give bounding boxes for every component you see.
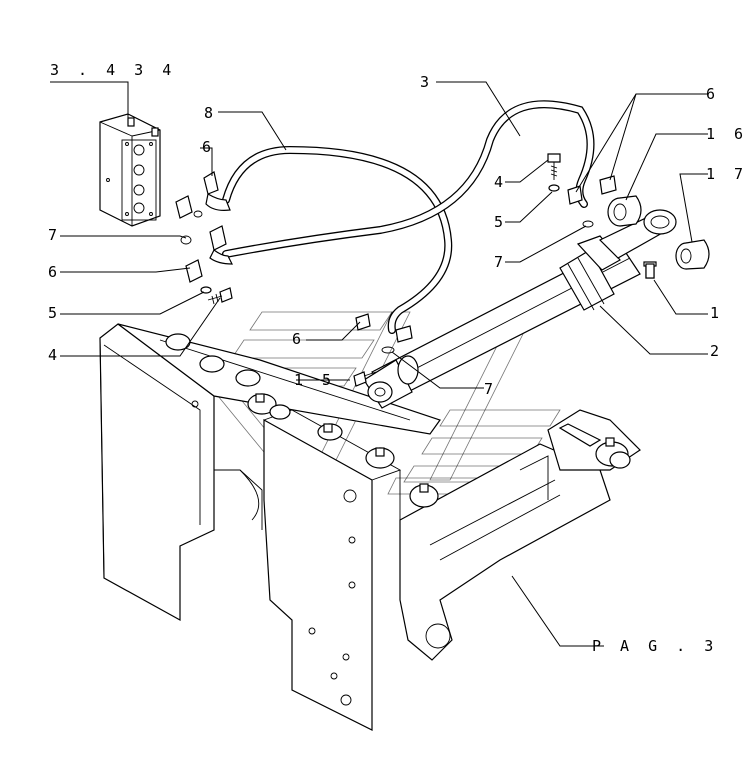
leader-lines <box>50 81 708 647</box>
callout-6-left-top: 6 <box>202 138 216 156</box>
screw-4b <box>207 287 233 305</box>
hose-8 <box>222 145 453 334</box>
callout-4-right: 4 <box>494 173 508 191</box>
o-ring-7c <box>381 346 395 354</box>
callout-7-left: 7 <box>48 226 62 244</box>
valve-block <box>99 113 161 227</box>
o-ring-7b <box>582 220 594 228</box>
washer-5a <box>548 184 560 192</box>
hose-3 <box>222 100 595 258</box>
callout-6-center: 6 <box>292 330 306 348</box>
bushing-17 <box>675 239 710 270</box>
callout-5-left: 5 <box>48 304 62 322</box>
o-ring-7a <box>180 210 203 245</box>
callout-6-left-mid: 6 <box>48 263 62 281</box>
callout-3: 3 <box>420 73 434 91</box>
bushing-16 <box>607 195 642 227</box>
split-flange-6a <box>175 171 233 283</box>
screw-4a <box>547 153 561 180</box>
callout-1: 1 <box>710 304 724 322</box>
callout-2: 2 <box>710 342 724 360</box>
hydraulic-cylinder <box>363 209 677 409</box>
callout-5-right: 5 <box>494 213 508 231</box>
washer-5b <box>200 286 212 294</box>
callout-15: 1 5 <box>294 371 336 389</box>
callout-6-top-right: 6 <box>706 85 720 103</box>
split-flange-6c <box>355 313 413 343</box>
frame-assembly <box>99 323 641 731</box>
callout-4-left: 4 <box>48 346 62 364</box>
callout-labels: 3 . 4 3 4 8 3 6 6 1 6 1 7 4 5 7 7 6 5 1 … <box>48 61 748 655</box>
callout-8: 8 <box>204 104 218 122</box>
callout-16: 1 6 <box>706 125 748 143</box>
grease-fitting-1 <box>645 263 655 279</box>
split-flange-6b <box>567 175 617 205</box>
callout-7-right: 7 <box>494 253 508 271</box>
callout-3-4-3-4: 3 . 4 3 4 <box>50 61 176 79</box>
callout-7-center: 7 <box>484 380 498 398</box>
grease-fitting-15 <box>353 371 377 387</box>
callout-pag-3: P A G . 3 <box>592 637 718 655</box>
callout-17: 1 7 <box>706 165 748 183</box>
